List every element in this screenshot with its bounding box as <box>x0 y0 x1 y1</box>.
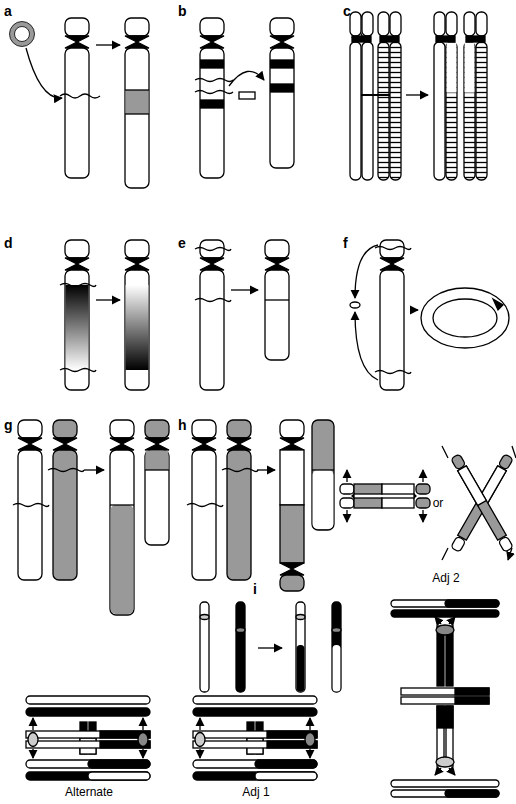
panel-letter: c <box>343 4 351 18</box>
segregation-label: Alternate <box>64 786 114 798</box>
panel-letter: g <box>4 418 13 432</box>
panel-letter: h <box>178 418 187 432</box>
panel-letter: f <box>343 236 348 250</box>
panel-letter: d <box>4 236 13 250</box>
panel-letter: b <box>178 4 187 18</box>
panel-letter: a <box>4 4 12 18</box>
panel-letter: i <box>253 582 257 596</box>
segregation-label: Adj 2 <box>431 572 460 584</box>
panel-letter: e <box>178 236 186 250</box>
caption-text: or <box>432 497 445 509</box>
segregation-label: Adj 1 <box>241 786 270 798</box>
